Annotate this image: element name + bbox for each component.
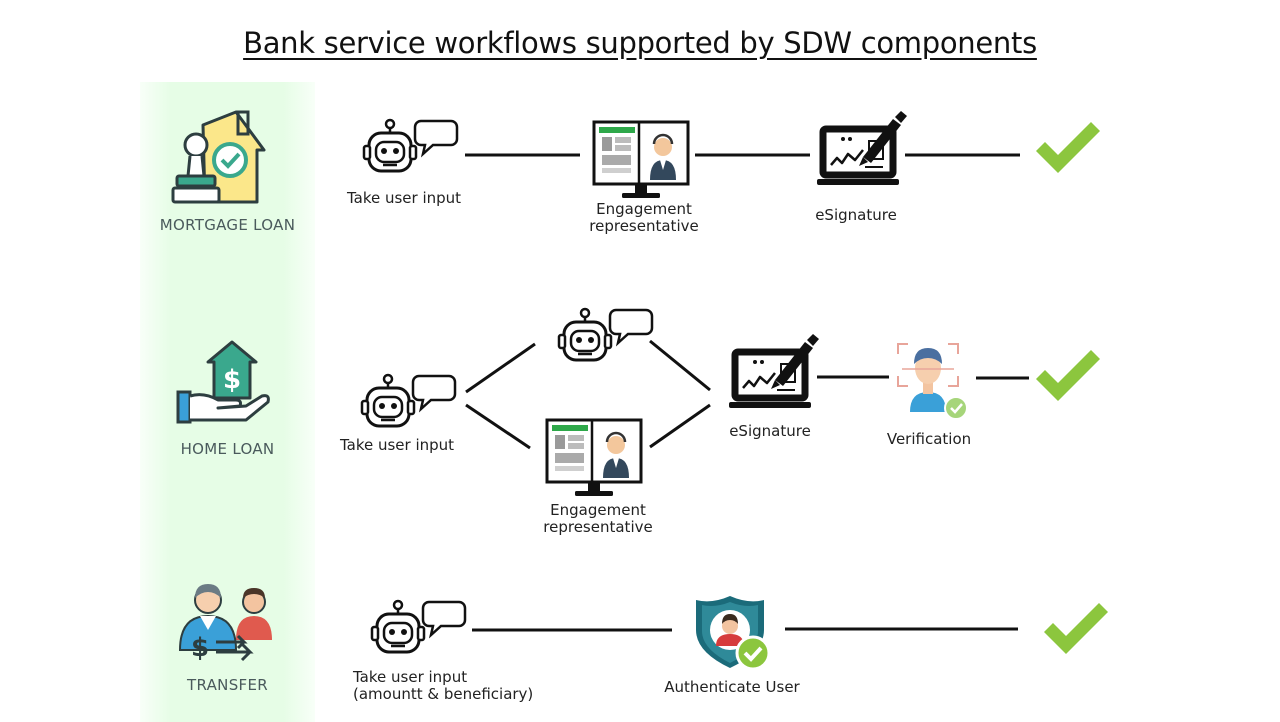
authenticate-user-icon — [694, 594, 771, 671]
category-label-home-loan: HOME LOAN — [180, 440, 275, 458]
step-label-take-user-input: Take user input — [339, 436, 455, 454]
connector-home-2b — [649, 403, 711, 449]
step-label-line: representative — [589, 217, 699, 235]
home-loan-icon: $ — [176, 340, 270, 424]
step-label-engagement-representative: Engagement representative — [578, 201, 710, 235]
connector-home-1a — [465, 342, 536, 394]
category-label-transfer: TRANSFER — [187, 676, 268, 694]
step-label-line: Take user input — [353, 668, 468, 686]
chatbot-icon — [362, 118, 459, 173]
connector-home-1b — [465, 403, 531, 450]
engagement-representative-icon — [545, 418, 643, 498]
chatbot-icon — [557, 307, 654, 362]
category-label-mortgage-loan: MORTGAGE LOAN — [159, 216, 296, 234]
checkmark-icon — [1044, 603, 1108, 654]
step-label-esignature: eSignature — [729, 422, 811, 440]
engagement-representative-icon — [592, 120, 690, 200]
step-label-esignature: eSignature — [815, 206, 897, 224]
step-label-authenticate-user: Authenticate User — [664, 678, 800, 696]
svg-text:$: $ — [223, 365, 241, 395]
chatbot-icon — [370, 599, 467, 654]
step-label-engagement-representative: Engagement representative — [532, 502, 664, 536]
connector-lines — [465, 153, 1029, 632]
step-label-take-user-input-transfer: Take user input (amountt & beneficiary) — [353, 669, 533, 703]
face-verification-icon — [896, 342, 969, 421]
step-label-line: representative — [543, 518, 653, 536]
step-label-verification: Verification — [886, 430, 972, 448]
chatbot-icon — [360, 373, 457, 428]
esignature-icon — [817, 111, 907, 185]
step-label-line: Engagement — [550, 501, 646, 519]
checkmark-icon — [1036, 122, 1100, 173]
checkmark-icon — [1036, 350, 1100, 401]
step-label-line: Engagement — [596, 200, 692, 218]
step-label-take-user-input: Take user input — [346, 189, 462, 207]
page-title: Bank service workflows supported by SDW … — [243, 26, 1037, 60]
mortgage-house-icon — [171, 110, 266, 204]
step-label-line: (amountt & beneficiary) — [353, 685, 534, 703]
connector-home-2a — [649, 339, 711, 392]
svg-text:$: $ — [191, 633, 209, 663]
esignature-icon — [729, 334, 819, 408]
money-transfer-icon: $ — [178, 584, 272, 663]
